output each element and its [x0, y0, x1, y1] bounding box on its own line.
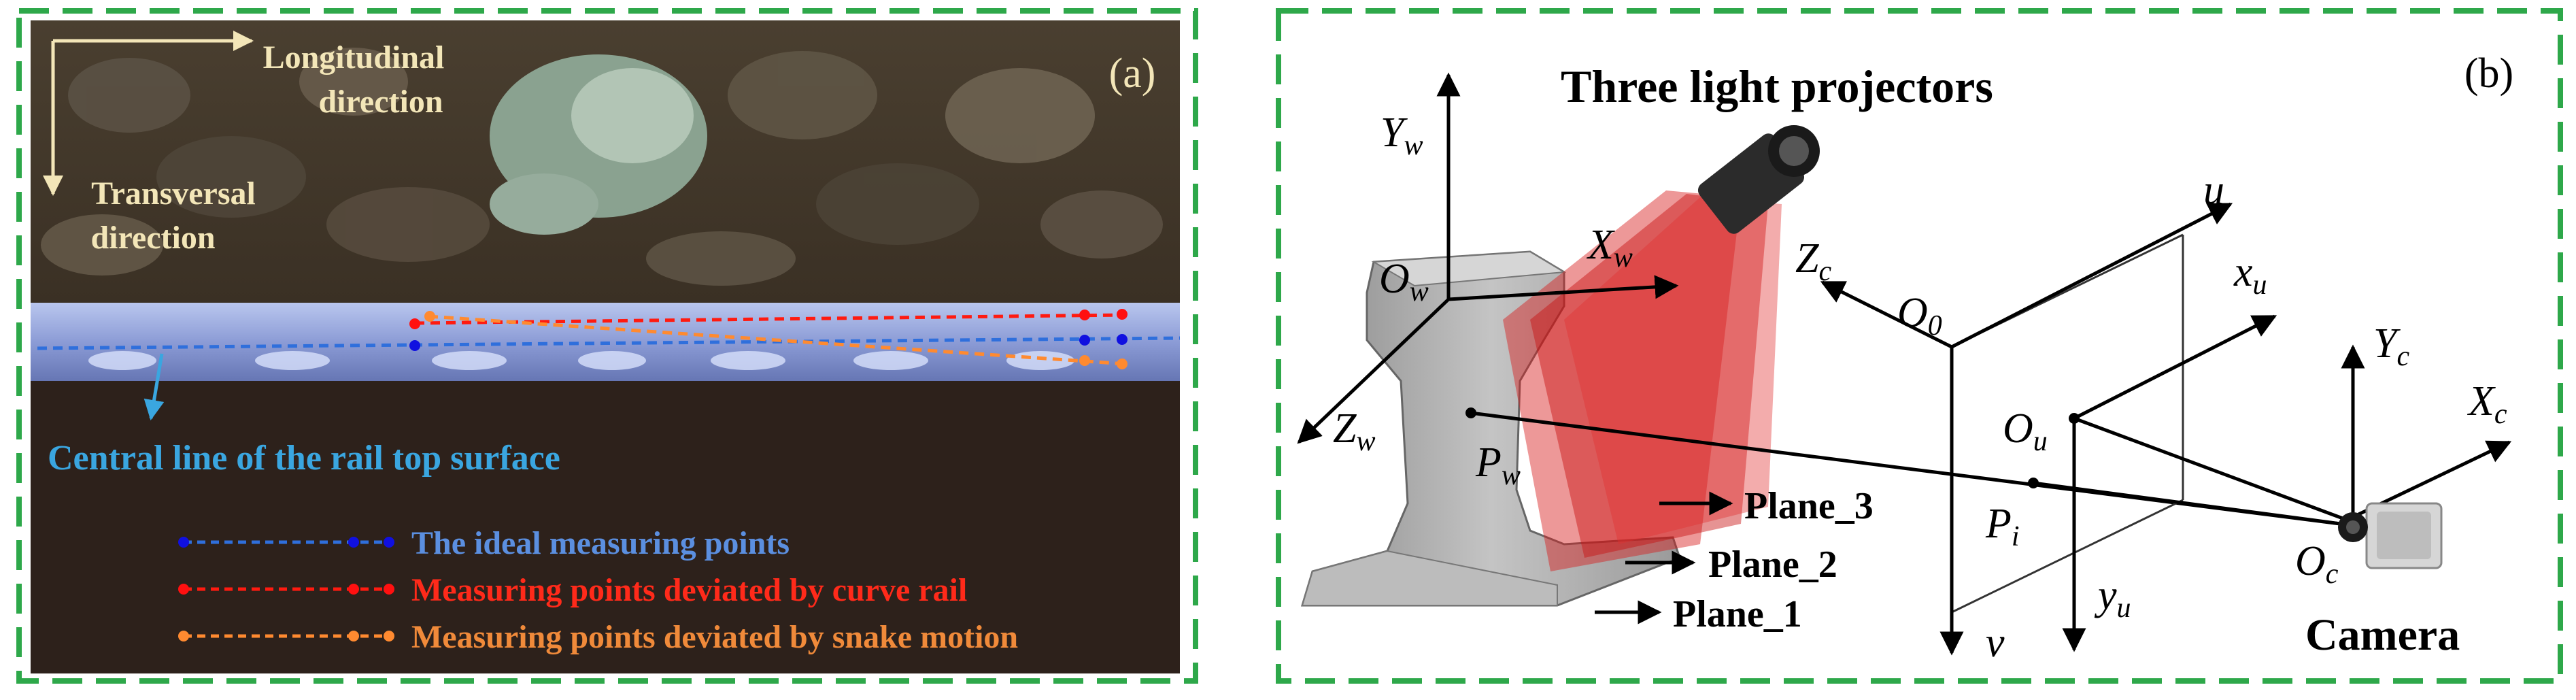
plane-2-label: Plane_2	[1708, 544, 1837, 586]
image-frame	[2033, 314, 2367, 652]
label-o0: O0	[1897, 290, 1942, 341]
direction-arrows	[43, 31, 254, 196]
panel-b: Three light projectors (b) Yw O	[1276, 8, 2563, 684]
snake-motion-line	[428, 314, 1126, 366]
label-xu: xu	[2233, 249, 2267, 301]
label-oc: Oc	[2295, 538, 2339, 590]
camera-label: Camera	[2305, 610, 2460, 660]
label-zc: Zc	[1795, 235, 1831, 287]
label-yc: Yc	[2373, 320, 2409, 372]
point-pi	[2028, 478, 2039, 488]
label-v: v	[1986, 620, 2005, 666]
central-line-label: Central line of the rail top surface	[48, 439, 560, 478]
panel-a-label: (a)	[1109, 50, 1156, 97]
world-frame	[1297, 72, 1679, 444]
world-axis-labels: Yw Ow Xw Zw Pw	[1333, 110, 1633, 491]
label-xc: Xc	[2467, 378, 2507, 430]
label-xw: Xw	[1586, 222, 1633, 273]
label-pi: Pi	[1985, 501, 2020, 552]
label-pw: Pw	[1475, 439, 1521, 491]
image-plane	[1820, 202, 2233, 656]
camera-icon	[2338, 502, 2443, 569]
panel-a: Longitudinal direction Transversal direc…	[16, 8, 1198, 684]
central-line-pointer	[143, 353, 165, 420]
panel-b-frame	[1276, 8, 2563, 684]
label-ow: Ow	[1379, 256, 1429, 307]
plane-1-label: Plane_1	[1673, 593, 1802, 635]
central-line	[37, 336, 1181, 350]
legend-curve-rail: Measuring points deviated by curve rail	[411, 572, 967, 608]
panel-a-frame	[16, 8, 1198, 684]
point-pw	[1465, 407, 1476, 418]
longitudinal-label-1: Longitudinal	[263, 39, 445, 76]
image-plane-labels: O0 u v Ou xu yu Pi Zc Yc Xc Oc	[1795, 167, 2507, 666]
label-ou: Ou	[2003, 405, 2048, 457]
plane-3-label: Plane_3	[1744, 485, 1874, 527]
legend: The ideal measuring points Measuring poi…	[178, 525, 1018, 655]
panel-b-label: (b)	[2464, 50, 2513, 97]
legend-ideal: The ideal measuring points	[411, 525, 790, 561]
measuring-points	[409, 309, 1128, 369]
projectors-title: Three light projectors	[1561, 61, 1993, 112]
label-yw: Yw	[1380, 110, 1423, 161]
label-yu: yu	[2094, 572, 2131, 624]
light-sheets	[1503, 190, 1782, 571]
longitudinal-label-2: direction	[318, 84, 443, 120]
ballast-stones	[41, 48, 1163, 286]
transversal-label-1: Transversal	[91, 176, 256, 212]
label-zw: Zw	[1333, 405, 1376, 457]
camera-frame	[2341, 344, 2512, 519]
legend-snake-motion: Measuring points deviated by snake motio…	[411, 619, 1018, 655]
transversal-label-2: direction	[90, 220, 215, 256]
label-u: u	[2203, 167, 2224, 214]
projector-icon	[1697, 125, 1820, 234]
point-ou	[2069, 413, 2080, 424]
rail-3d	[1300, 250, 1681, 607]
curve-rail-line	[414, 313, 1126, 325]
plane-pointers	[1595, 491, 1733, 624]
